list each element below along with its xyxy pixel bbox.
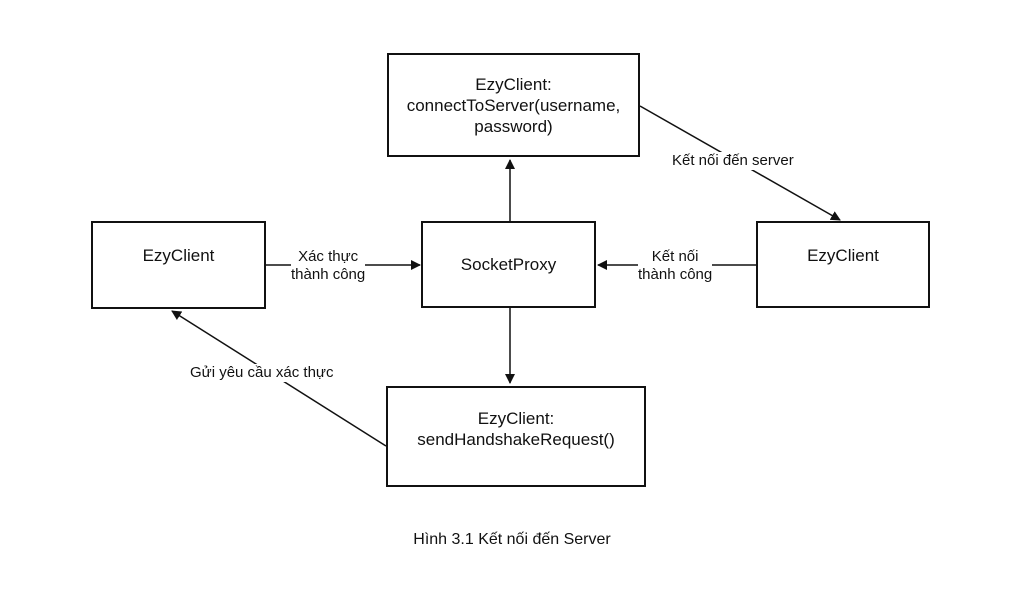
node-handshake-line1: EzyClient: <box>477 409 555 428</box>
node-send-handshake: EzyClient: sendHandshakeRequest() <box>386 386 646 487</box>
edge-label-auth-success-line1: Xác thực <box>298 248 359 265</box>
node-socketproxy-label: SocketProxy <box>460 255 557 274</box>
node-ezyclient-right-label: EzyClient <box>807 246 879 265</box>
node-connect-line2: connectToServer(username, <box>406 95 621 115</box>
edge-label-connect-success: Kết nối thành công <box>638 248 713 284</box>
node-connect-line1: EzyClient: <box>475 74 552 94</box>
node-ezyclient-left-label: EzyClient <box>142 246 215 265</box>
edge-label-send-auth: Gửi yêu cầu xác thực <box>190 364 334 382</box>
node-connect-line3: password) <box>474 116 553 136</box>
edge-label-connect-success-line2: thành công <box>638 266 713 283</box>
node-ezyclient-right: EzyClient <box>756 221 930 308</box>
edge-label-auth-success: Xác thực thành công <box>291 248 366 284</box>
edge-label-send-auth-text: Gửi yêu cầu xác thực <box>190 364 334 381</box>
node-connect-to-server: EzyClient: connectToServer(username, pas… <box>387 53 640 157</box>
edge-label-connect-server-text: Kết nối đến server <box>672 152 794 169</box>
node-socketproxy: SocketProxy <box>421 221 596 308</box>
figure-caption: Hình 3.1 Kết nối đến Server <box>413 531 611 548</box>
edge-label-connect-server: Kết nối đến server <box>672 152 794 170</box>
edge-label-connect-success-line1: Kết nối <box>651 248 699 265</box>
node-ezyclient-left: EzyClient <box>91 221 266 309</box>
edge-label-auth-success-line2: thành công <box>291 266 366 283</box>
node-handshake-line2: sendHandshakeRequest() <box>417 430 615 449</box>
